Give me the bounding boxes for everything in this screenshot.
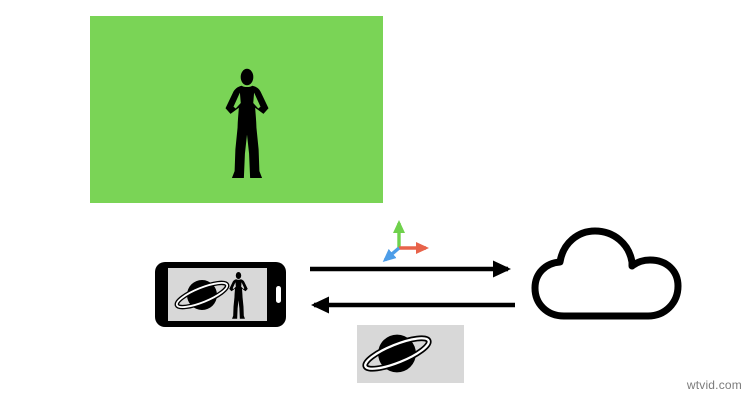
- upload-arrow-icon: [310, 260, 511, 278]
- phone-home-button: [276, 286, 281, 303]
- axis-gizmo-icon: [382, 220, 429, 262]
- video-thumbnail: [357, 325, 464, 383]
- green-screen-panel: [90, 16, 383, 203]
- phone-icon: [155, 262, 286, 327]
- cloud-icon: [531, 227, 682, 320]
- saturn-icon: [362, 334, 432, 373]
- z-axis-arrow: [382, 246, 401, 262]
- person-silhouette-icon: [225, 68, 269, 178]
- person-silhouette-small-icon: [229, 272, 248, 319]
- download-arrow-icon: [311, 296, 515, 314]
- phone-screen: [168, 268, 267, 321]
- watermark: wtvid.com: [686, 378, 742, 392]
- saturn-icon: [174, 280, 230, 310]
